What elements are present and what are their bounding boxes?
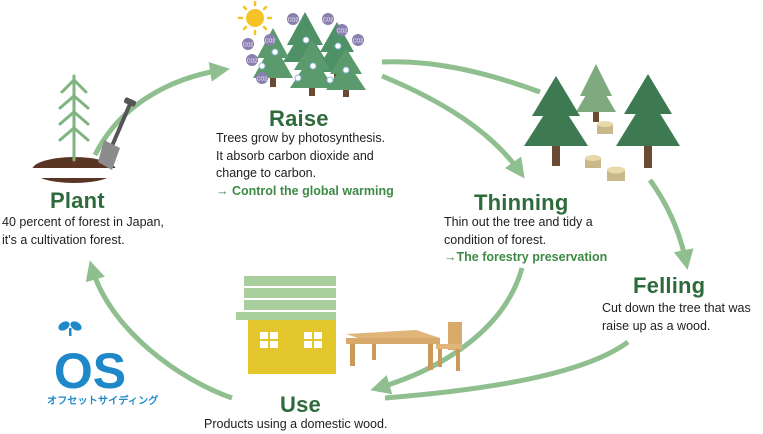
stump-icon <box>597 121 613 134</box>
chair-icon <box>436 322 462 371</box>
desc-line: It absorb carbon dioxide and <box>216 148 374 163</box>
stage-note-thinning: →The forestry preservation <box>444 250 608 264</box>
svg-text:CO2: CO2 <box>353 39 364 45</box>
desc-line: it's a cultivation forest. <box>2 232 125 247</box>
svg-text:CO2: CO2 <box>337 29 348 35</box>
desc-line: change to carbon. <box>216 166 317 180</box>
co2-bubbles: CO2 CO2 CO2 CO2 CO2 CO2 CO2 CO2 <box>242 13 364 84</box>
stump-icon <box>585 155 601 168</box>
desc-line: 40 percent of forest in Japan, <box>2 215 164 229</box>
svg-text:CO2: CO2 <box>323 18 334 24</box>
tree-icon <box>616 74 680 168</box>
stage-title-raise: Raise <box>269 106 329 131</box>
stage-desc-raise: Trees grow by photosynthesis. It absorb … <box>216 130 394 200</box>
seedling-icon <box>58 74 90 162</box>
co2-bubble-icon: CO2 <box>287 13 299 25</box>
tree-icon <box>524 76 588 166</box>
arrow-thinning-to-use <box>370 267 525 395</box>
co2-bubble-icon: CO2 <box>246 54 258 66</box>
stage-title-thinning: Thinning <box>474 190 569 215</box>
stage-title-use: Use <box>280 392 321 417</box>
svg-text:CO2: CO2 <box>247 59 258 65</box>
logo: OS <box>54 321 126 399</box>
co2-bubble-icon: CO2 <box>352 34 364 46</box>
stage-desc-felling: Cut down the tree that was raise up as a… <box>602 300 751 335</box>
co2-bubble-icon: CO2 <box>256 72 268 84</box>
stage-desc-use: Products using a domestic wood. <box>204 416 387 434</box>
logo-mark: OS <box>54 343 126 399</box>
sprout-logo-icon <box>58 321 82 336</box>
desc-line: Thin out the tree and tidy a <box>444 215 593 229</box>
sun-icon <box>237 0 273 36</box>
shovel-icon <box>98 97 137 170</box>
logo-name: オフセットサイディング <box>47 396 159 407</box>
co2-bubble-icon: CO2 <box>322 13 334 25</box>
table-icon <box>346 330 440 370</box>
plant-illustration <box>20 74 137 183</box>
stage-title-felling: Felling <box>633 273 706 298</box>
tree-icon <box>576 64 616 122</box>
desc-line: condition of forest. <box>444 232 547 247</box>
tree-icon <box>326 48 366 97</box>
arrow-raise-to-thinning <box>381 73 525 179</box>
arrow-raise-to-forest <box>381 59 541 95</box>
desc-line: Trees grow by photosynthesis. <box>216 131 386 145</box>
stage-note-raise: → Control the global warming <box>216 183 394 198</box>
svg-text:CO2: CO2 <box>265 39 276 45</box>
stump-icon <box>607 166 625 181</box>
desc-line: raise up as a wood. <box>602 318 711 333</box>
svg-text:CO2: CO2 <box>288 18 299 24</box>
raise-trees <box>253 12 366 97</box>
stage-desc-plant: 40 percent of forest in Japan, it's a cu… <box>2 214 164 249</box>
desc-line: Cut down the tree that was <box>602 301 751 315</box>
co2-bubble-icon: CO2 <box>242 38 254 50</box>
arrow-use-to-plant <box>85 260 233 401</box>
co2-bubble-icon: CO2 <box>264 34 276 46</box>
arrow-felling-to-use <box>384 339 630 401</box>
stage-desc-thinning: Thin out the tree and tidy a condition o… <box>444 214 607 267</box>
svg-text:CO2: CO2 <box>243 43 254 49</box>
desc-line: Products using a domestic wood. <box>204 417 388 431</box>
house-icon <box>236 276 336 374</box>
arrow-plant-to-raise <box>92 61 230 157</box>
stage-title-plant: Plant <box>50 188 105 213</box>
co2-bubble-icon: CO2 <box>336 24 348 36</box>
svg-text:CO2: CO2 <box>257 77 268 83</box>
arrow-forest-to-felling <box>647 178 694 270</box>
forest-group <box>524 64 680 181</box>
